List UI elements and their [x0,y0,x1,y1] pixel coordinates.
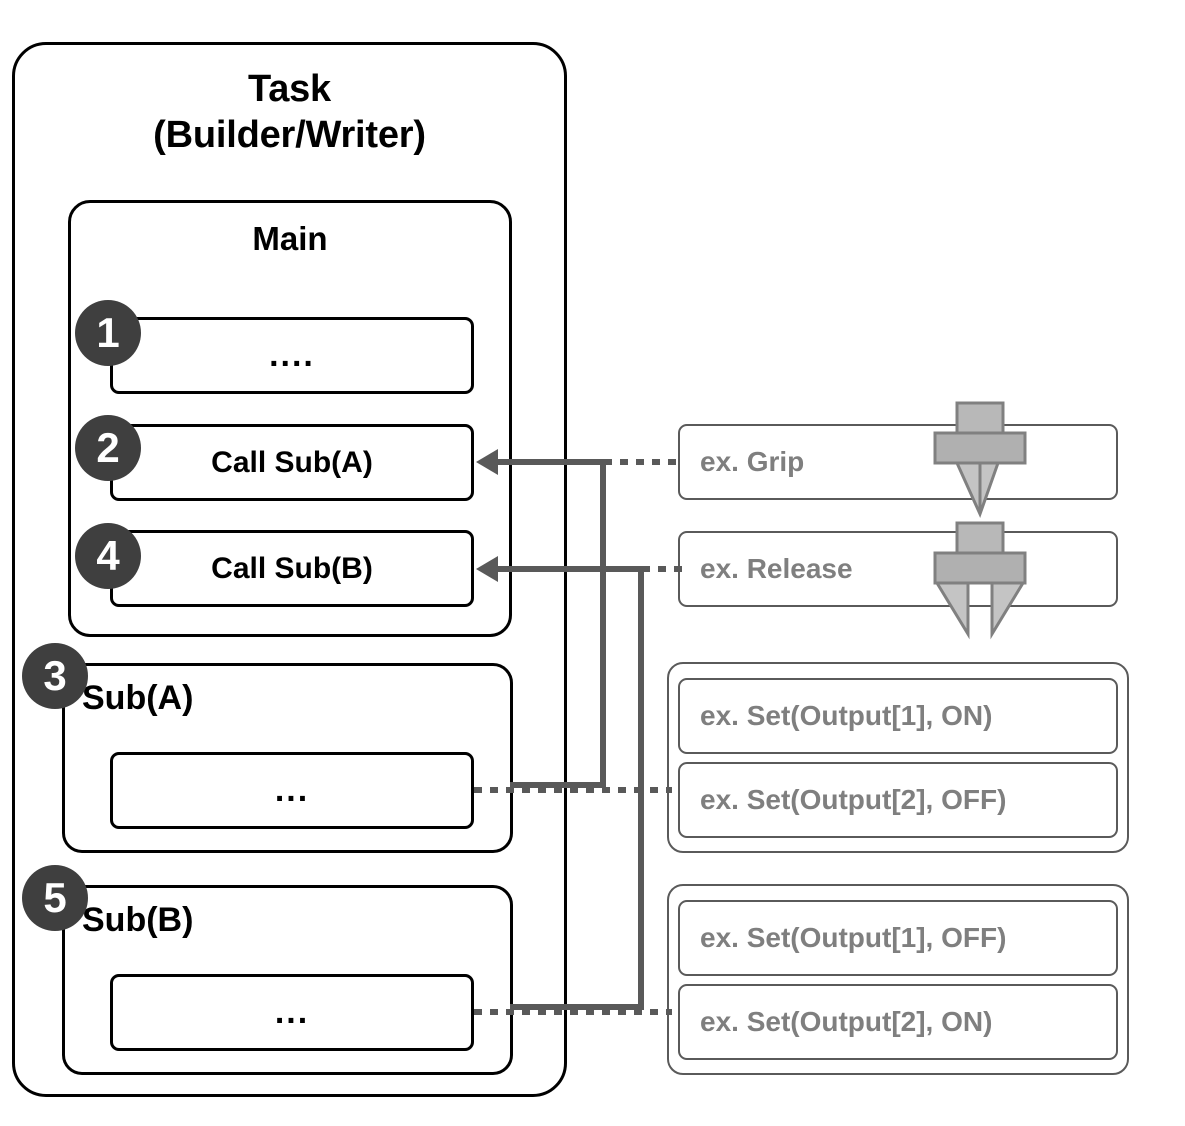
sub-badge-3: 3 [22,643,88,709]
leader-sub-b-outputs [474,1009,672,1015]
connector-sub-a-arrowhead [476,449,498,475]
example-box-release[interactable] [678,531,1118,607]
example-box-sub-a-output2[interactable] [678,762,1118,838]
main-title: Main [252,220,328,257]
connector-sub-b-horizontal-bottom [510,1004,644,1010]
example-label-sub-b-output2: ex. Set(Output[2], ON) [700,1006,993,1037]
leader-sub-a-outputs [474,787,672,793]
example-box-sub-b-output2[interactable] [678,984,1118,1060]
main-step-label-1: .... [269,336,315,374]
example-label-grip: ex. Grip [700,446,805,477]
connector-sub-a-vertical [600,459,606,788]
sub-b-title: Sub(B) [82,901,194,939]
example-label-sub-a-output2: ex. Set(Output[2], OFF) [700,784,1007,815]
gripper-open-icon [933,521,1027,640]
task-title-line1: Task [248,68,331,110]
example-label-release: ex. Release [700,553,853,584]
connector-sub-a-horizontal-top [498,459,606,465]
main-container [68,200,512,637]
leader-release [642,566,682,572]
connector-sub-b-horizontal-top [498,566,644,572]
example-box-sub-b-output1[interactable] [678,900,1118,976]
example-label-sub-b-output1: ex. Set(Output[1], OFF) [700,922,1007,953]
connector-sub-a-horizontal-bottom [510,782,606,788]
example-label-sub-a-output1: ex. Set(Output[1], ON) [700,700,993,731]
sub-b-container [62,885,513,1075]
sub-a-body-label: ... [274,771,310,809]
sub-a-body-box[interactable] [110,752,474,829]
connector-sub-b-arrowhead [476,556,498,582]
step-badge-4: 4 [75,523,141,589]
example-box-grip[interactable] [678,424,1118,500]
leader-grip [604,459,682,465]
sub-b-body-box[interactable] [110,974,474,1051]
sub-badge-5: 5 [22,865,88,931]
step-badge-1: 1 [75,300,141,366]
task-title-line2: (Builder/Writer) [153,114,426,157]
task-title: Task (Builder/Writer) [12,66,567,159]
sub-b-body-label: ... [274,993,310,1031]
main-step-label-2: Call Sub(A) [211,445,373,479]
sub-a-title: Sub(A) [82,679,194,717]
example-group-sub-b [667,884,1129,1075]
sub-a-container [62,663,513,853]
main-step-label-4: Call Sub(B) [211,551,373,585]
step-badge-2: 2 [75,415,141,481]
example-group-sub-a [667,662,1129,853]
gripper-closed-icon [933,401,1027,519]
example-box-sub-a-output1[interactable] [678,678,1118,754]
